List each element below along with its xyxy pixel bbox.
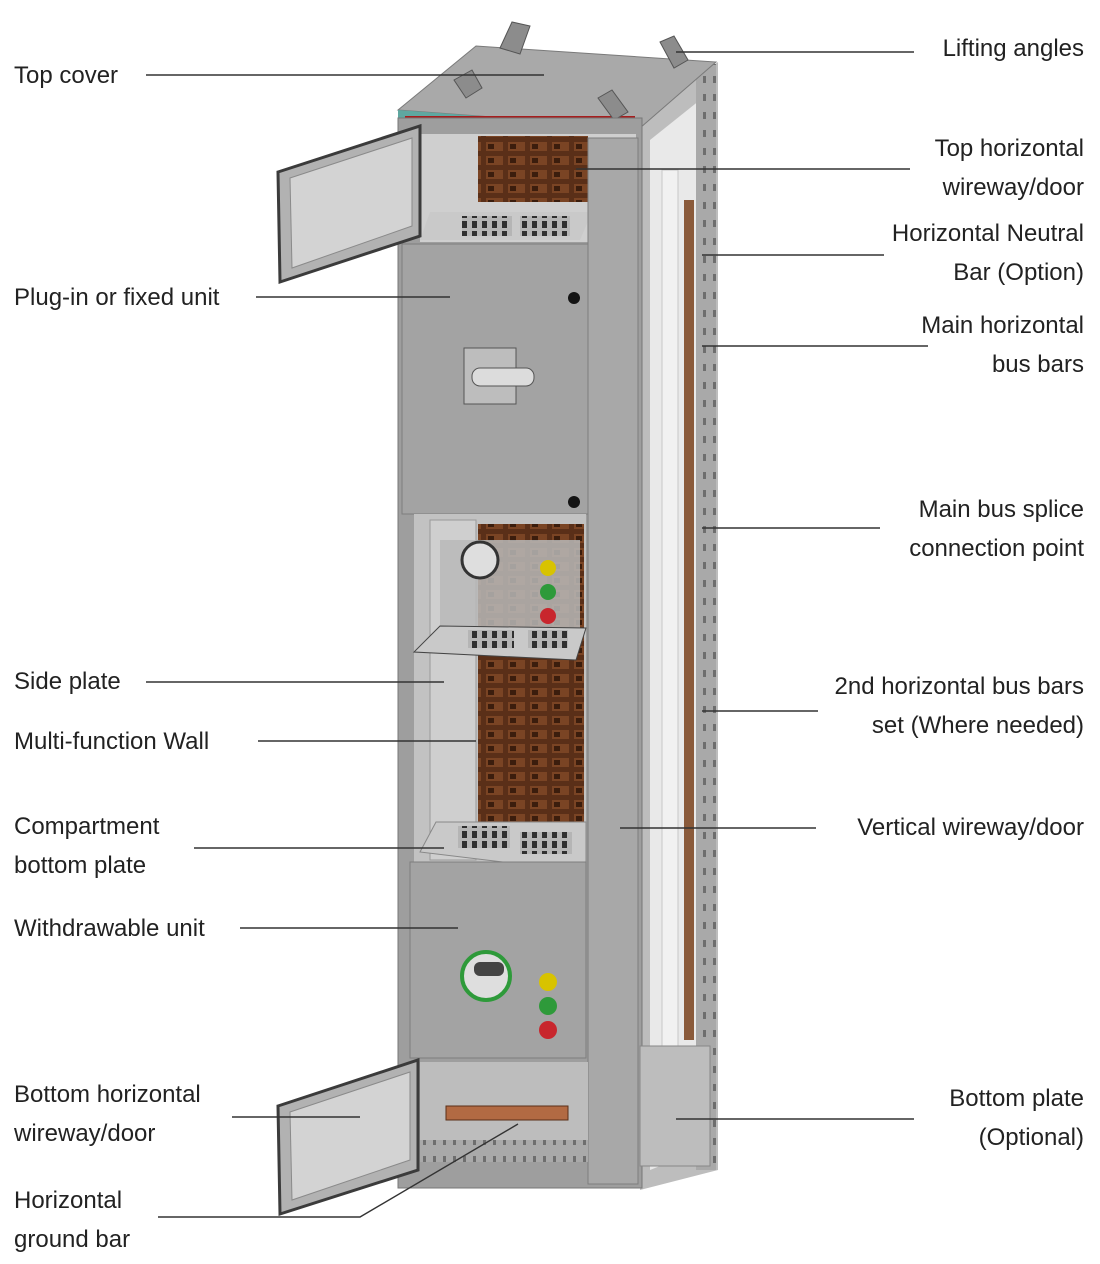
- top-grill-2: [520, 216, 570, 236]
- vertical-wireway-door: [587, 137, 639, 1185]
- indicator-yellow: [539, 973, 557, 991]
- bottom-plate: [420, 1140, 588, 1162]
- indicator-green: [540, 584, 556, 600]
- top-grill-1: [462, 216, 512, 236]
- label-bottom-plate: Bottom plate (Optional): [949, 1085, 1084, 1151]
- lifting-angles: [453, 21, 689, 121]
- label-plug-in-unit: Plug-in or fixed unit: [14, 284, 220, 311]
- cabinet-side: [640, 62, 718, 1190]
- upper-slot-device: [440, 540, 580, 640]
- indicator-red: [540, 608, 556, 624]
- bottom-plate-grill-2: [520, 832, 572, 854]
- label-withdrawable-unit: Withdrawable unit: [14, 915, 205, 942]
- label-side-plate: Side plate: [14, 668, 121, 695]
- screw: [568, 496, 580, 508]
- top-door-inner: [289, 137, 413, 269]
- screw: [568, 292, 580, 304]
- label-horizontal-ground-bar: Horizontal ground bar: [14, 1187, 131, 1253]
- label-second-horizontal-bus-bars: 2nd horizontal bus bars set (Where neede…: [834, 673, 1085, 739]
- lifting-angle-4: [597, 89, 629, 121]
- leader-lines: [146, 51, 928, 1218]
- vertical-busbar-left: [661, 169, 679, 1051]
- middle-tray-grill-2: [528, 630, 568, 648]
- bottom-plate-right: [639, 1045, 711, 1167]
- indicator-red: [539, 1021, 557, 1039]
- lifting-angle-2: [659, 35, 689, 69]
- label-multi-function-wall: Multi-function Wall: [14, 728, 210, 755]
- label-bottom-horizontal-wireway: Bottom horizontal wireway/door: [14, 1081, 201, 1147]
- withdrawable-unit-knob-handle: [474, 962, 504, 976]
- plug-in-unit-handle: [471, 367, 535, 387]
- bottom-door-inner: [289, 1071, 411, 1201]
- label-top-cover: Top cover: [14, 62, 119, 89]
- label-horizontal-neutral-bar: Horizontal Neutral Bar (Option): [891, 220, 1084, 286]
- lifting-angle-1: [499, 21, 531, 55]
- bottom-plate-grill-1: [458, 826, 510, 848]
- indicator-yellow: [540, 560, 556, 576]
- rear-upright: [696, 64, 716, 1170]
- leader-ground-bar: [158, 1123, 519, 1218]
- lifting-angle-3: [453, 69, 483, 99]
- label-top-horizontal-wireway: Top horizontal wireway/door: [934, 135, 1084, 201]
- label-main-bus-splice: Main bus splice connection point: [909, 496, 1084, 562]
- indicator-green: [539, 997, 557, 1015]
- label-lifting-angles: Lifting angles: [942, 35, 1084, 62]
- upper-slot-knob: [460, 540, 500, 580]
- vertical-busbar-right: [684, 200, 694, 1040]
- horizontal-ground-bar: [445, 1105, 569, 1121]
- label-main-horizontal-bus-bars: Main horizontal bus bars: [921, 312, 1084, 378]
- label-vertical-wireway: Vertical wireway/door: [857, 814, 1084, 841]
- label-compartment-bottom-plate: Compartment bottom plate: [14, 813, 160, 879]
- top-compartment-busbars: [478, 136, 588, 202]
- middle-tray-grill-1: [468, 630, 514, 648]
